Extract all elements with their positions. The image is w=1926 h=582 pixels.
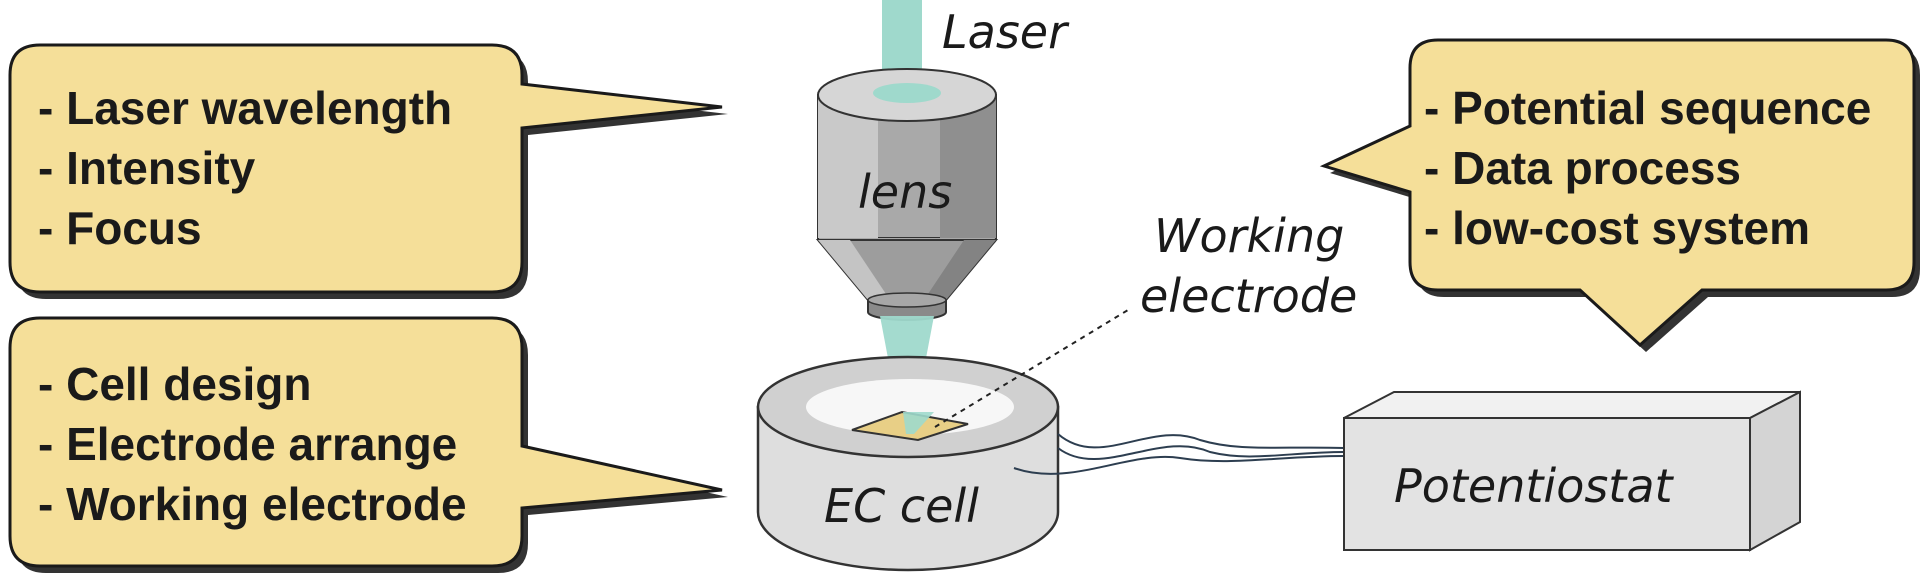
optics-item-2: - Intensity [38,142,256,194]
optics-item-3: - Focus [38,202,202,254]
optics-item-1: - Laser wavelength [38,82,452,134]
lens-label: lens [858,165,952,219]
objective-lens: lens [815,68,999,321]
ec-cell: EC cell [756,355,1060,572]
electronics-item-2: - Data process [1424,142,1741,194]
working-electrode-pointer [934,309,1129,428]
working-electrode-label-line2: electrode [1140,269,1357,323]
ec-cell-label: EC cell [824,479,979,533]
working-electrode-label-line1: Working [1154,209,1344,263]
cell-wires [1013,433,1345,475]
cell-item-3: - Working electrode [38,478,467,530]
electronics-item-1: - Potential sequence [1424,82,1871,134]
cell-item-1: - Cell design [38,358,311,410]
potentiostat-label: Potentiostat [1394,459,1675,513]
laser-label: Laser [942,5,1070,59]
bubble-cell: - Cell design - Electrode arrange - Work… [8,316,728,573]
potentiostat: Potentiostat [1343,390,1801,552]
bubble-optics: - Laser wavelength - Intensity - Focus [8,43,728,299]
cell-item-2: - Electrode arrange [38,418,457,470]
bubble-electronics: - Potential sequence - Data process - lo… [1319,38,1920,352]
electronics-item-3: - low-cost system [1424,202,1810,254]
